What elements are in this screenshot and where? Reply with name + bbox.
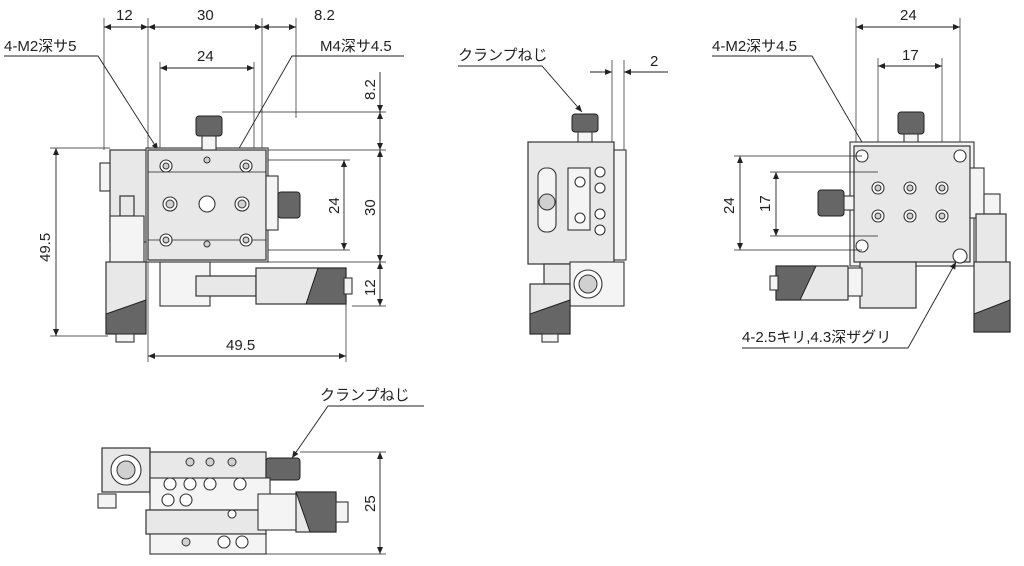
view-front: クランプねじ 25 bbox=[97, 387, 424, 555]
v1-note-m2: 4-M2深サ5 bbox=[4, 38, 77, 55]
v3-dim-24-left: 24 bbox=[721, 197, 738, 214]
v2-note-clamp: クランプねじ bbox=[458, 47, 548, 64]
v1-note-m4: M4深サ4.5 bbox=[320, 38, 392, 55]
v1-dim-24: 24 bbox=[197, 48, 214, 65]
v3-dim-24-top: 24 bbox=[900, 7, 917, 24]
v1-dim-30: 30 bbox=[197, 7, 214, 24]
v3-dim-17-left: 17 bbox=[757, 195, 774, 212]
v4-dim-25: 25 bbox=[362, 495, 379, 512]
v4-note-clamp: クランプねじ bbox=[320, 387, 410, 404]
view-bottom: 24 17 4-M2深サ4.5 24 17 4-2.5キリ,4.3深ザグリ bbox=[712, 7, 1011, 349]
view-side: クランプねじ 2 bbox=[458, 47, 668, 343]
view-top: 12 30 8.2 24 4-M2深サ5 M4深サ4.5 8.2 bbox=[4, 7, 404, 362]
v1-dim-49-5-bottom: 49.5 bbox=[226, 337, 255, 354]
v3-note-holes: 4-2.5キリ,4.3深ザグリ bbox=[742, 329, 891, 346]
v1-dim-8-2-top: 8.2 bbox=[314, 7, 335, 24]
v3-note-m2: 4-M2深サ4.5 bbox=[712, 38, 797, 55]
v1-dim-24-right: 24 bbox=[326, 197, 343, 214]
v1-dim-12-right: 12 bbox=[362, 279, 379, 296]
v1-dim-12: 12 bbox=[116, 7, 133, 24]
v1-dim-49-5-left: 49.5 bbox=[37, 233, 54, 262]
v2-dim-2: 2 bbox=[650, 53, 658, 70]
v1-dim-8-2-right: 8.2 bbox=[362, 79, 379, 100]
v1-dim-30-right: 30 bbox=[362, 199, 379, 216]
v3-dim-17-top: 17 bbox=[902, 47, 919, 64]
